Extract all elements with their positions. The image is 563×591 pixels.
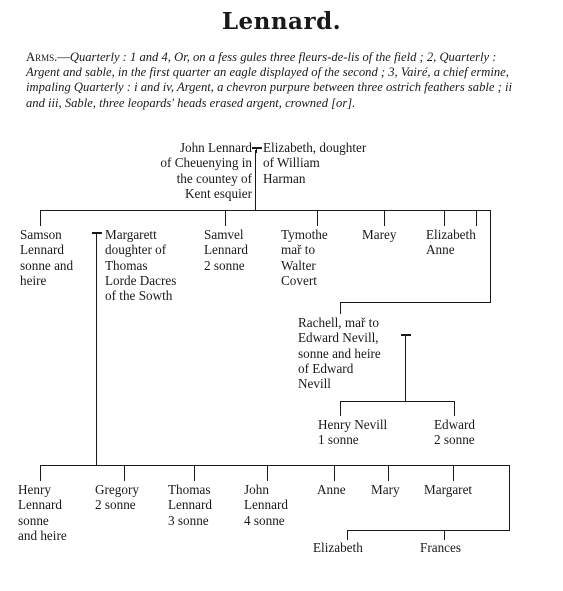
child-drop	[124, 465, 125, 481]
person-edward-nevill: Edward 2 sonne	[434, 417, 476, 448]
page-title: Lennard.	[221, 8, 342, 35]
marriage-mark	[252, 147, 262, 153]
person-elizabeth: Elizabeth	[313, 540, 363, 555]
person-thomas-lennard: Thomas Lennard 3 sonne	[168, 482, 212, 528]
child-drop	[334, 465, 335, 481]
child-drop	[388, 465, 389, 481]
person-rachell: Rachell, mař to Edward Nevill, sonne and…	[298, 315, 381, 392]
person-gregory: Gregory 2 sonne	[95, 482, 139, 513]
child-drop	[317, 210, 318, 226]
person-john-lennard-4: John Lennard 4 sonne	[244, 482, 288, 528]
descent-line	[509, 465, 510, 530]
child-drop	[347, 530, 348, 540]
child-drop	[267, 465, 268, 481]
branch-bar	[340, 302, 491, 303]
child-drop	[225, 210, 226, 226]
marriage-mark	[401, 334, 411, 340]
person-john-lennard: John Lennard of Cheuenying in the counte…	[160, 140, 252, 201]
sibling-bar	[40, 210, 491, 211]
child-drop	[444, 210, 445, 226]
person-elizabeth-anne: Elizabeth Anne	[426, 227, 476, 258]
person-elizabeth-harman: Elizabeth, doughter of William Harman	[263, 140, 367, 186]
branch-bar	[347, 530, 510, 531]
child-drop	[40, 210, 41, 226]
person-mary: Mary	[371, 482, 400, 497]
descent-line	[490, 210, 491, 302]
person-samson-lennard: Samson Lennard sonne and heire	[20, 227, 74, 288]
child-drop	[454, 401, 455, 416]
sibling-bar	[340, 401, 455, 402]
child-drop	[340, 401, 341, 416]
marriage-mark	[92, 232, 102, 238]
person-marey: Marey	[362, 227, 397, 242]
person-samvel-lennard: Samvel Lennard 2 sonne	[204, 227, 248, 273]
child-drop	[194, 465, 195, 481]
child-drop	[40, 465, 41, 481]
arms-blazon: Arms.—Quarterly : 1 and 4, Or, on a fess…	[26, 50, 530, 111]
person-frances: Frances	[420, 540, 462, 555]
child-drop	[340, 302, 341, 314]
arms-lead: Arms.—	[26, 50, 70, 64]
sibling-bar	[40, 465, 510, 466]
person-henry-lennard: Henry Lennard sonne and heire	[18, 482, 67, 543]
descent-line	[255, 150, 256, 210]
arms-text: Quarterly : 1 and 4, Or, on a fess gules…	[26, 50, 512, 110]
person-margarett-dacres: Margarett doughter of Thomas Lorde Dacre…	[105, 227, 177, 304]
person-tymothe: Tymothe mař to Walter Covert	[281, 227, 328, 288]
child-drop	[453, 465, 454, 481]
person-henry-nevill: Henry Nevill 1 sonne	[318, 417, 388, 448]
descent-line	[405, 339, 406, 401]
child-drop	[384, 210, 385, 226]
descent-line	[96, 236, 97, 465]
child-drop	[476, 210, 477, 226]
person-margaret: Margaret	[424, 482, 473, 497]
child-drop	[444, 530, 445, 540]
person-anne: Anne	[317, 482, 346, 497]
